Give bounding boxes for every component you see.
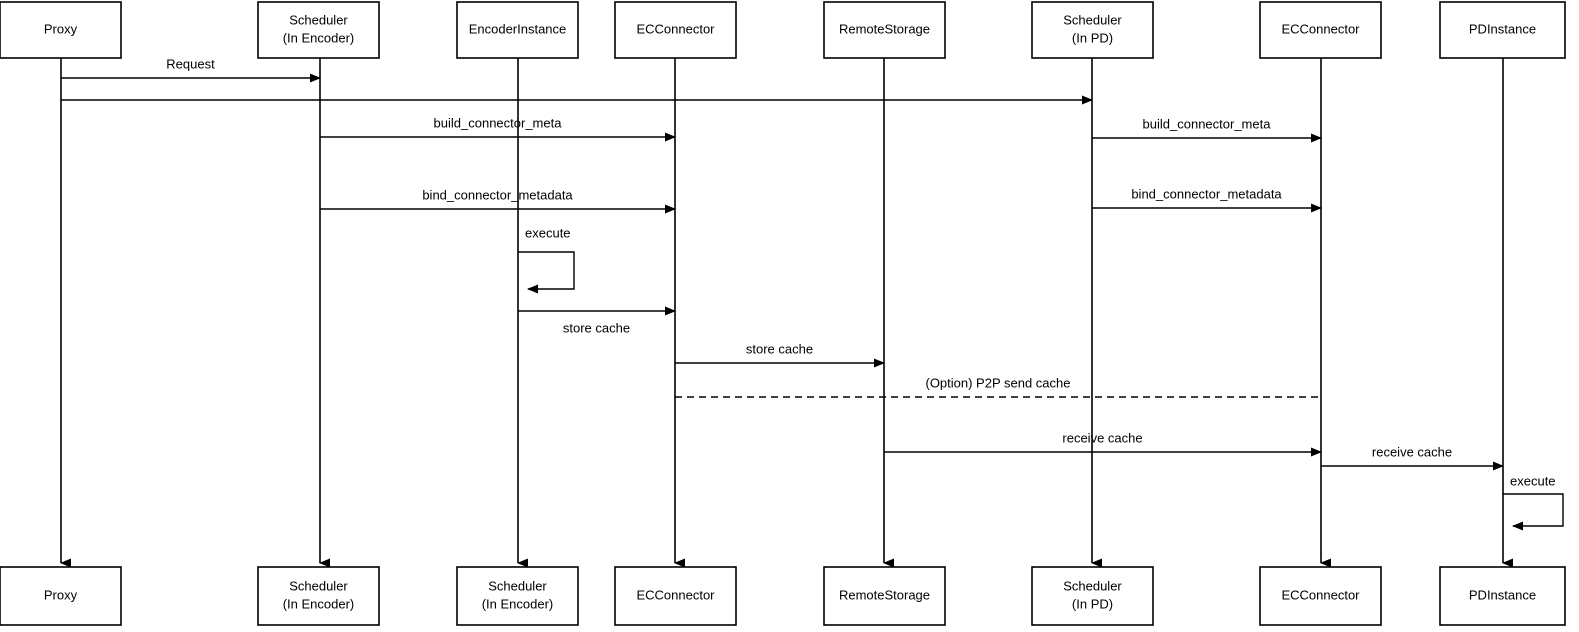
message-m1: Request: [61, 56, 321, 83]
message-label: (Option) P2P send cache: [925, 375, 1070, 390]
participant-label-line2: (In Encoder): [482, 596, 554, 611]
message-m8: store cache: [675, 341, 885, 368]
participant-label-line1: Scheduler: [289, 578, 348, 593]
participant-label-line1: PDInstance: [1469, 587, 1536, 602]
participant-label-line1: Scheduler: [289, 12, 348, 27]
participant-label-line1: Proxy: [44, 587, 78, 602]
participant-box-frame[interactable]: [823, 566, 946, 626]
message-label: store cache: [563, 320, 630, 335]
participant-box-top-ec_conn_pd[interactable]: ECConnector: [1259, 1, 1382, 59]
participant-box-frame[interactable]: [257, 566, 380, 626]
participant-box-frame[interactable]: [0, 1, 122, 59]
participant-label-line2: (In Encoder): [283, 596, 355, 611]
message-label: build_connector_meta: [434, 115, 563, 130]
message-m9: (Option) P2P send cache: [675, 375, 1321, 398]
message-m3: build_connector_meta: [320, 115, 676, 142]
participant-box-top-encoder_inst[interactable]: EncoderInstance: [456, 1, 579, 59]
self-message-s1: execute: [518, 225, 575, 294]
participant-label-line1: RemoteStorage: [839, 21, 930, 36]
messages-layer: Request build_connector_meta build_connect…: [61, 56, 1504, 471]
self-message-s2: execute: [1503, 473, 1564, 531]
message-m5: bind_connector_metadata: [320, 187, 676, 214]
participant-box-top-sched_pd[interactable]: Scheduler (In PD): [1031, 1, 1154, 59]
participant-label-line1: ECConnector: [636, 21, 715, 36]
participant-box-top-proxy[interactable]: Proxy: [0, 1, 122, 59]
message-label: store cache: [746, 341, 813, 356]
participant-box-top-pd_inst[interactable]: PDInstance: [1439, 1, 1566, 59]
participant-box-frame[interactable]: [1031, 1, 1154, 59]
participant-box-frame[interactable]: [1031, 566, 1154, 626]
self-messages-layer: execute execute: [518, 225, 1564, 531]
participant-label-line1: EncoderInstance: [469, 21, 567, 36]
participant-label-line2: (In PD): [1072, 30, 1113, 45]
participant-box-bottom-proxy[interactable]: Proxy: [0, 566, 122, 626]
participant-label-line2: (In Encoder): [283, 30, 355, 45]
participant-box-top-remote_store[interactable]: RemoteStorage: [823, 1, 946, 59]
participant-box-bottom-sched_pd[interactable]: Scheduler (In PD): [1031, 566, 1154, 626]
participant-box-frame[interactable]: [1259, 566, 1382, 626]
participant-label-line1: Scheduler: [1063, 578, 1122, 593]
participant-label-line1: ECConnector: [1281, 587, 1360, 602]
message-label: Request: [166, 56, 215, 71]
participant-label-line2: (In PD): [1072, 596, 1113, 611]
participant-box-frame[interactable]: [1259, 1, 1382, 59]
self-message-path: [518, 251, 575, 294]
message-label: receive cache: [1372, 444, 1452, 459]
participant-box-frame[interactable]: [0, 566, 122, 626]
participant-box-frame[interactable]: [1439, 566, 1566, 626]
self-message-label: execute: [1510, 473, 1556, 488]
participant-box-bottom-ec_conn_enc[interactable]: ECConnector: [614, 566, 737, 626]
participant-box-frame[interactable]: [823, 1, 946, 59]
participant-box-top-sched_enc[interactable]: Scheduler (In Encoder): [257, 1, 380, 59]
participant-boxes-top: Proxy Scheduler (In Encoder) EncoderInstanc…: [0, 1, 1566, 59]
participant-box-frame[interactable]: [614, 1, 737, 59]
participant-box-bottom-ec_conn_pd[interactable]: ECConnector: [1259, 566, 1382, 626]
participant-box-frame[interactable]: [456, 1, 579, 59]
participant-box-bottom-encoder_inst[interactable]: Scheduler (In Encoder): [456, 566, 579, 626]
message-m11: receive cache: [1321, 444, 1504, 471]
message-m4: build_connector_meta: [1092, 116, 1322, 143]
participant-label-line1: Proxy: [44, 21, 78, 36]
participant-boxes-bottom: Proxy Scheduler (In Encoder) Scheduler (In E…: [0, 566, 1566, 626]
participant-box-bottom-sched_enc[interactable]: Scheduler (In Encoder): [257, 566, 380, 626]
participant-box-top-ec_conn_enc[interactable]: ECConnector: [614, 1, 737, 59]
participant-label-line1: ECConnector: [1281, 21, 1360, 36]
message-label: bind_connector_metadata: [1131, 186, 1282, 201]
participant-box-bottom-remote_store[interactable]: RemoteStorage: [823, 566, 946, 626]
participant-label-line1: Scheduler: [488, 578, 547, 593]
message-label: bind_connector_metadata: [422, 187, 573, 202]
participant-label-line1: Scheduler: [1063, 12, 1122, 27]
self-message-label: execute: [525, 225, 571, 240]
participant-box-frame[interactable]: [456, 566, 579, 626]
lifelines-layer: [60, 58, 1513, 568]
participant-box-frame[interactable]: [257, 1, 380, 59]
participant-box-frame[interactable]: [1439, 1, 1566, 59]
message-m10: receive cache: [884, 430, 1322, 457]
participant-label-line1: ECConnector: [636, 587, 715, 602]
message-label: build_connector_meta: [1143, 116, 1272, 131]
participant-box-frame[interactable]: [614, 566, 737, 626]
message-m7: store cache: [518, 306, 676, 335]
participant-label-line1: RemoteStorage: [839, 587, 930, 602]
self-message-path: [1503, 493, 1564, 531]
participant-label-line1: PDInstance: [1469, 21, 1536, 36]
message-m6: bind_connector_metadata: [1092, 186, 1322, 213]
participant-box-bottom-pd_inst[interactable]: PDInstance: [1439, 566, 1566, 626]
message-label: receive cache: [1062, 430, 1142, 445]
